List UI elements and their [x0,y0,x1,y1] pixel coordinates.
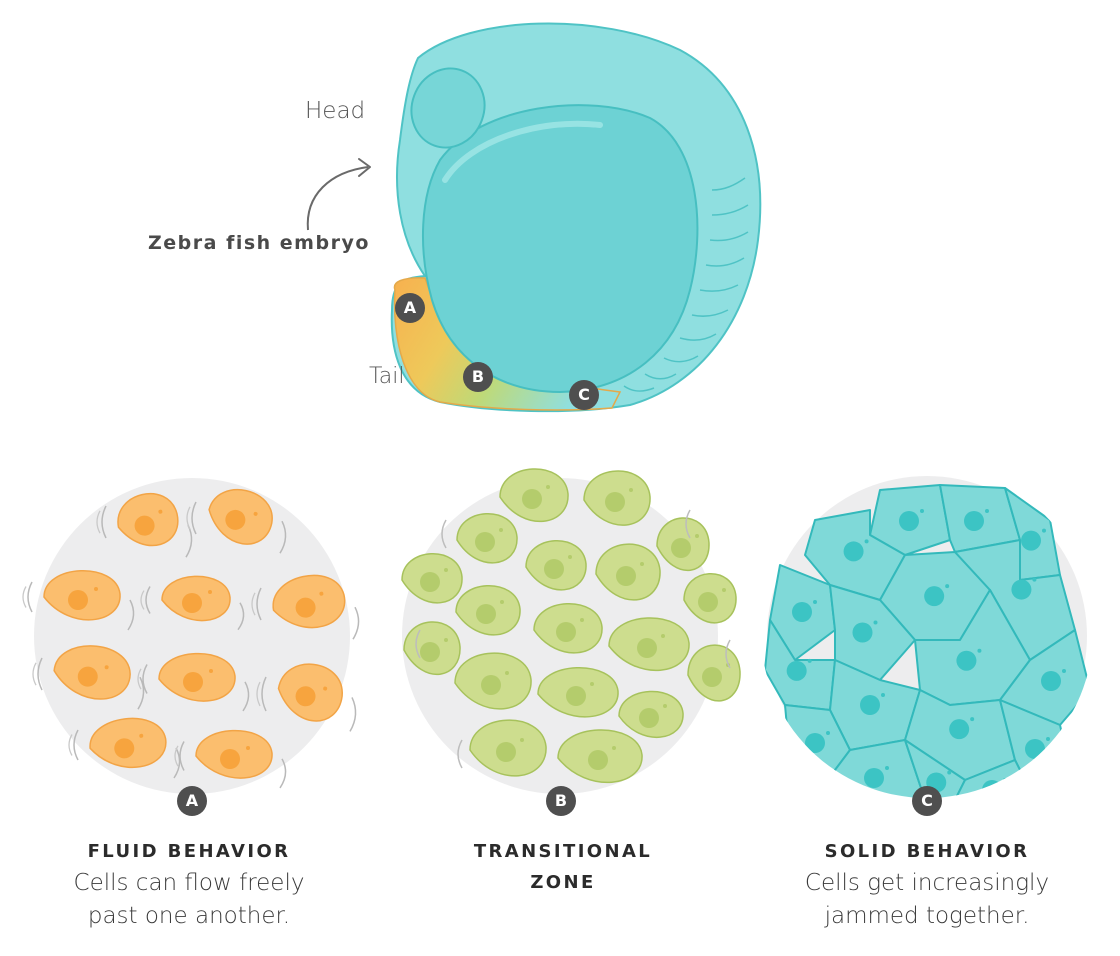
transitional-cell [583,470,651,526]
fluid-cell [89,717,167,769]
fluid-cell [195,729,273,779]
panel-b-title-line-2: ZONE [530,872,596,893]
embryo-marker-a: A [395,293,425,323]
fluid-cell [208,488,273,545]
motion-line [251,592,256,616]
motion-line [101,505,107,539]
motion-line [441,519,447,549]
embryo-marker-b: B [463,362,493,392]
motion-line [96,510,101,534]
panel-c-description-line-2: jammed together. [824,903,1030,929]
motion-line [32,662,37,686]
motion-line [415,629,421,659]
motion-line [145,586,151,614]
transitional-cell [595,543,661,601]
motion-line [279,758,287,789]
transitional-cell [454,652,532,710]
panel-c-caption: SOLID BEHAVIOR Cells get increasingly ja… [757,836,1097,933]
fluid-cell [53,645,131,700]
embryo-eye [410,67,486,149]
motion-line [173,747,181,779]
transitional-cell [401,553,463,604]
embryo-pointer-label: Zebra fish embryo [148,232,370,254]
motion-line [191,501,197,535]
embryo-yolk [422,104,699,394]
fluid-cell [277,663,343,722]
fluid-cell [161,575,231,622]
transitional-cell [533,603,603,654]
zebrafish-embryo [306,22,762,413]
embryo-pointer-arrow [306,166,369,231]
embryo-somites [623,177,749,392]
head-label: Head [305,98,366,124]
panel-a-title: FLUID BEHAVIOR [87,841,291,862]
motion-line [68,734,73,756]
motion-line [22,586,27,608]
panel-a-caption: FLUID BEHAVIOR Cells can flow freely pas… [19,836,359,933]
panel-marker-a: A [177,786,207,816]
yolk-highlight [442,120,603,183]
motion-line [725,639,731,669]
panel-marker-b: B [546,786,576,816]
panel-b-title-line-1: TRANSITIONAL [473,841,653,862]
motion-line [37,657,43,691]
solid-cell [869,484,951,556]
transitional-cell [469,719,547,777]
fluid-cell [43,570,121,621]
transitional-cell [456,513,518,564]
panel-c-illustration [764,476,1091,798]
motion-line [73,729,79,761]
solid-cell [939,484,1021,553]
transitional-cell [656,517,710,572]
panel-a-illustration [22,478,360,794]
motion-line [140,590,145,610]
motion-line [242,681,250,712]
fluid-cells [22,488,360,789]
transitional-cell [683,573,737,624]
motion-line [137,668,142,690]
transitional-cell [537,667,619,718]
solid-cell [769,564,836,661]
motion-line [279,520,287,554]
embryo-marker-c: C [569,380,599,410]
motion-line [127,599,135,631]
tail-label: Tail [369,364,405,389]
panel-b-caption: TRANSITIONAL ZONE [393,836,733,898]
motion-line [256,681,261,707]
fluid-cell [158,652,236,702]
transitional-cell [618,690,684,739]
transitional-cells [401,468,741,783]
transitional-cell [525,540,587,591]
motion-line [179,741,185,771]
motion-line [261,676,267,712]
motion-line [349,697,357,732]
fluid-cell [272,574,346,629]
panel-a-description-line-2: past one another. [87,903,291,929]
fluid-cell [117,492,179,547]
motion-line [137,676,145,710]
transitional-cell [455,585,521,636]
transitional-cell [499,468,569,522]
motion-line [457,739,463,769]
motion-line [142,664,148,694]
transitional-cell [557,729,643,783]
motion-line [27,581,33,613]
motion-line [256,587,262,621]
panel-c-title: SOLID BEHAVIOR [824,841,1030,862]
motion-line [186,506,191,530]
motion-line [174,745,179,767]
panel-a-description-line-1: Cells can flow freely [73,870,305,896]
motion-line [685,509,691,539]
motion-line [237,602,245,631]
motion-line [352,606,360,640]
panel-marker-c: C [912,786,942,816]
arrowhead-icon [358,158,371,177]
panel-b-illustration [401,468,741,794]
panel-c-description-line-1: Cells get increasingly [804,870,1050,896]
transitional-cell [608,617,690,671]
